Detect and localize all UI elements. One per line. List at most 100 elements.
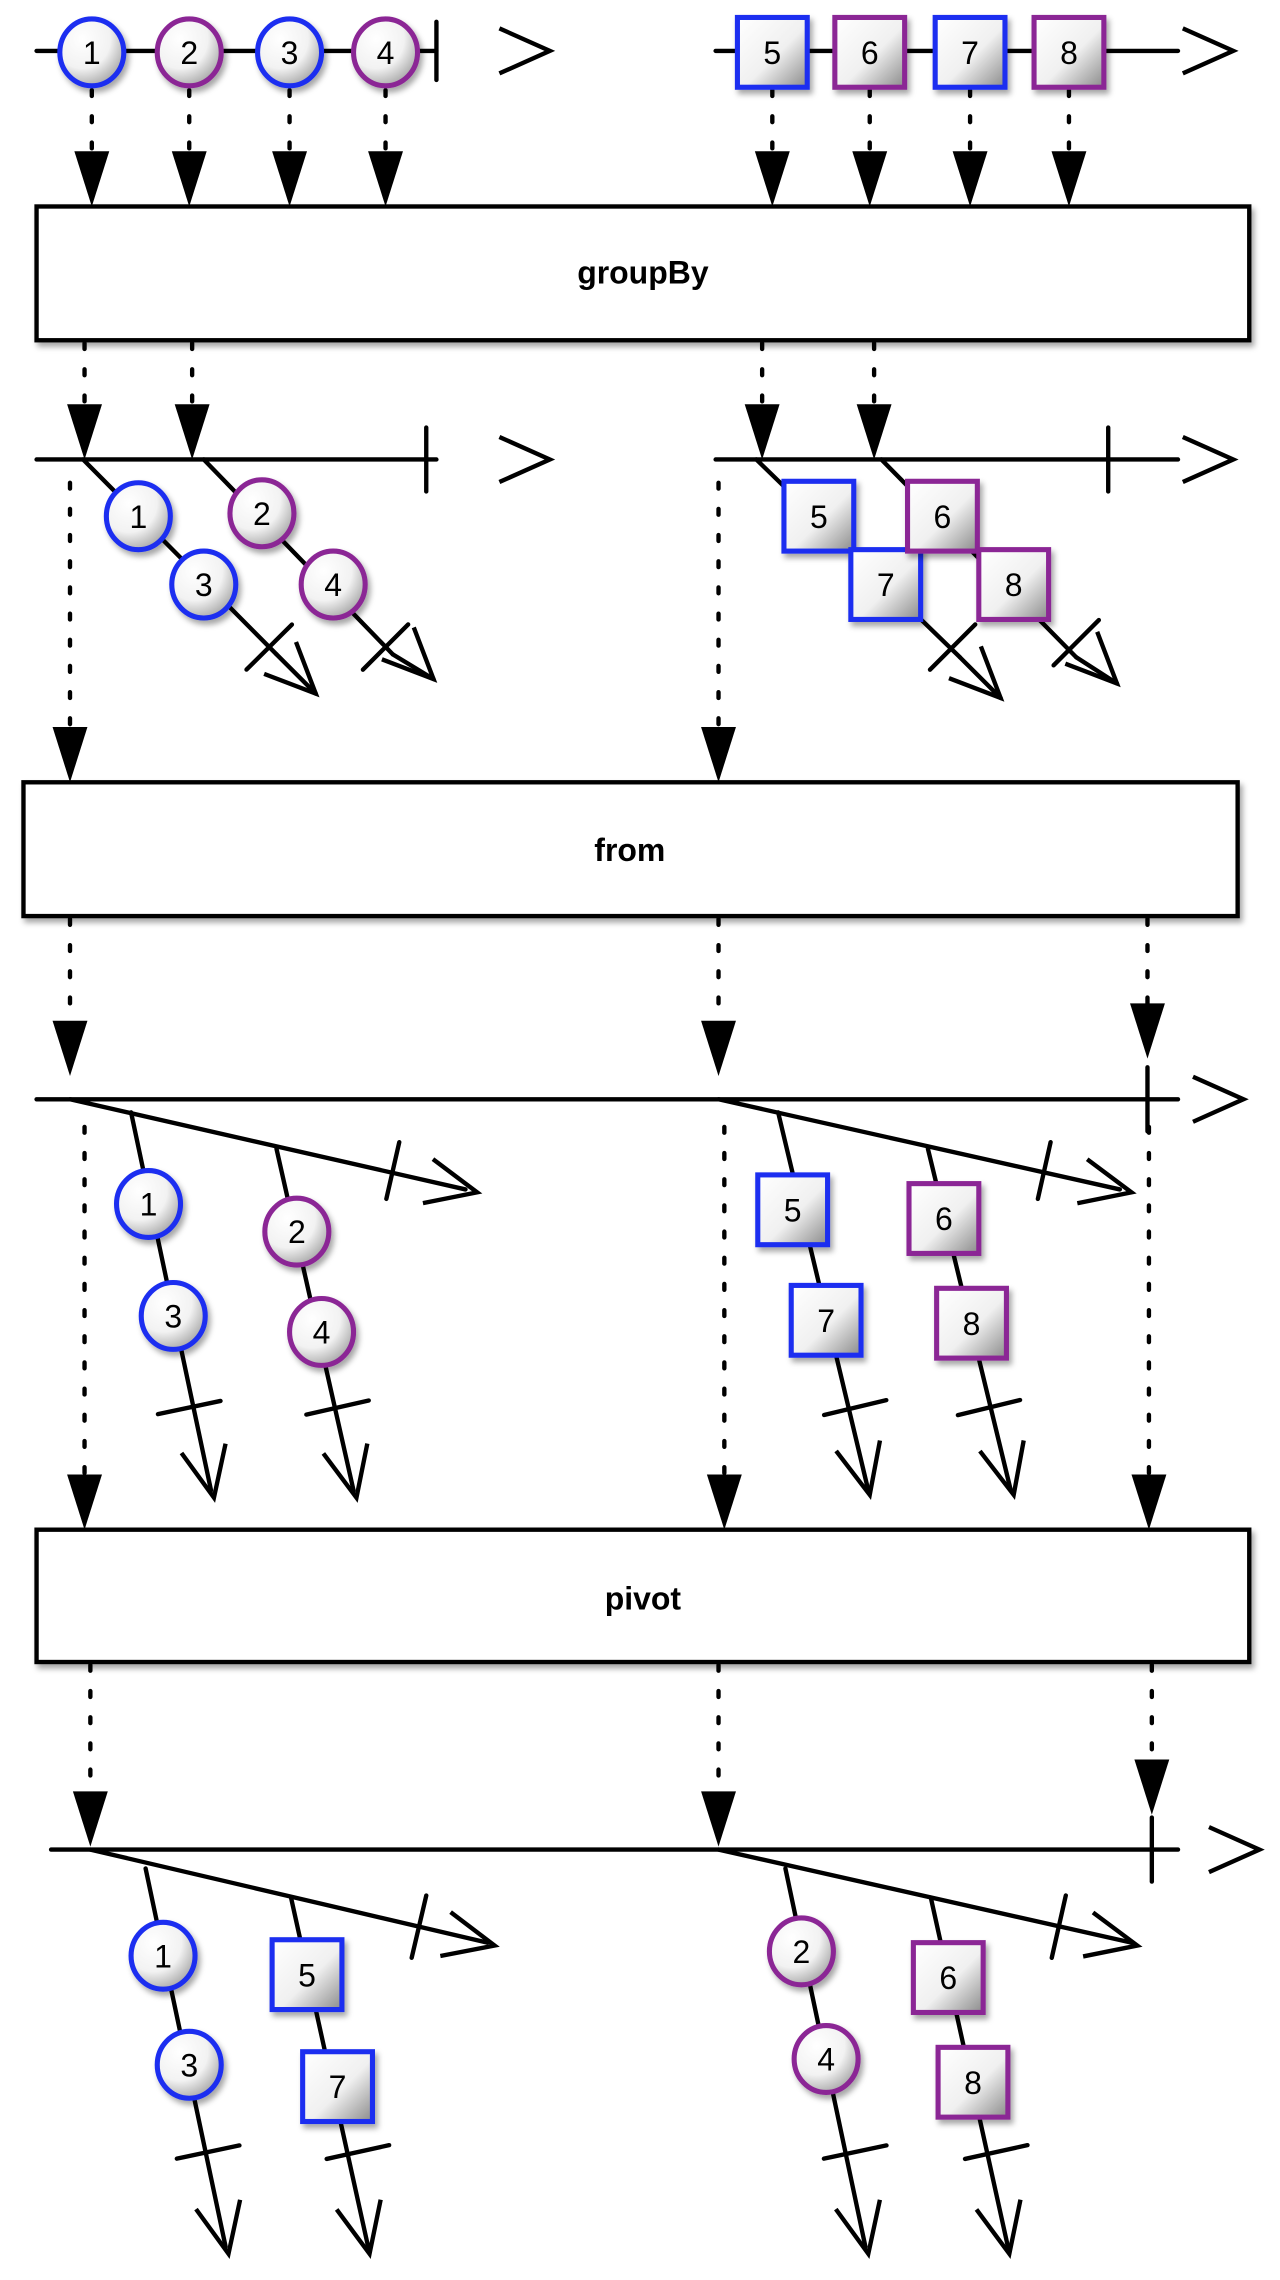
- arrow-down-icon: [52, 727, 88, 783]
- arrowhead-icon: [321, 1443, 370, 1503]
- arrowhead-icon: [498, 26, 556, 76]
- marble-shape: [298, 548, 368, 621]
- marble-shape: [905, 478, 980, 554]
- operator-groupBy: groupBy: [34, 204, 1252, 343]
- arrow-down-icon: [701, 1791, 736, 1847]
- marble-shape: [154, 16, 224, 89]
- arrow-down-icon: [706, 1474, 742, 1530]
- marble-square: 6: [910, 1940, 986, 2015]
- marble-label: 5: [810, 499, 828, 535]
- arrow-down-icon: [272, 151, 308, 207]
- marble-circle: 2: [262, 1195, 332, 1268]
- marble-square: 7: [788, 1282, 864, 1358]
- marble-square: 5: [755, 1172, 831, 1248]
- marble-shape: [300, 2049, 375, 2125]
- marble-label: 2: [288, 1214, 306, 1250]
- completion-tick: [304, 1398, 371, 1417]
- arrowhead-icon: [834, 1440, 883, 1500]
- marble-circle: 3: [154, 2028, 224, 2101]
- arrow-down-icon: [67, 404, 102, 460]
- arrowhead-icon: [1181, 434, 1239, 485]
- marble-circle: 3: [138, 1279, 208, 1352]
- marble-label: 1: [83, 35, 101, 71]
- marble-label: 7: [877, 567, 895, 603]
- arrow-down-icon: [701, 1020, 736, 1077]
- marble-label: 8: [1005, 567, 1023, 603]
- arrow-down-icon: [754, 151, 790, 207]
- marble-shape: [262, 1195, 332, 1268]
- arrowhead-icon: [1076, 1157, 1137, 1206]
- marble-label: 8: [1060, 35, 1078, 71]
- operator-from: from: [21, 780, 1240, 919]
- timeline: [201, 457, 395, 657]
- marble-circle: 2: [154, 16, 224, 89]
- marble-circle: 4: [791, 2022, 861, 2095]
- completion-tick: [324, 2142, 392, 2162]
- marble-circle: 4: [287, 1295, 357, 1368]
- operator-label: pivot: [605, 1581, 682, 1617]
- timeline: [67, 1097, 468, 1192]
- marble-label: 1: [154, 1938, 172, 1974]
- arrow-down-icon: [744, 404, 780, 460]
- operator-label: groupBy: [577, 255, 709, 291]
- marble-label: 1: [140, 1187, 158, 1223]
- completion-tick: [360, 622, 411, 672]
- marble-label: 4: [324, 567, 342, 603]
- marble-label: 5: [298, 1957, 316, 1993]
- operator-label: from: [594, 832, 665, 868]
- marble-shape: [781, 478, 857, 554]
- timeline: [274, 652, 318, 696]
- marble-shape: [755, 1172, 831, 1248]
- arrow-down-icon: [852, 151, 888, 207]
- arrowhead-icon: [381, 626, 438, 683]
- marble-label: 3: [164, 1299, 182, 1335]
- marble-square: 6: [905, 478, 980, 554]
- marble-circle: 3: [255, 16, 325, 89]
- marble-label: 3: [195, 567, 213, 603]
- marble-circle: 1: [57, 16, 127, 89]
- arrowhead-icon: [974, 2199, 1023, 2260]
- marble-shape: [57, 16, 127, 89]
- marble-shape: [154, 2028, 224, 2101]
- marble-circle: 4: [298, 548, 368, 621]
- marble-shape: [269, 1937, 345, 2013]
- arrow-down-icon: [52, 1020, 88, 1077]
- marble-shape: [910, 1940, 986, 2015]
- arrowhead-icon: [1208, 1825, 1265, 1875]
- completion-tick: [244, 622, 295, 672]
- marble-shape: [906, 1181, 982, 1256]
- arrowhead-icon: [1181, 26, 1239, 76]
- marble-square: 8: [976, 547, 1052, 622]
- marble-circle: 2: [227, 477, 297, 550]
- arrow-down-icon: [368, 151, 403, 207]
- marble-circle: 3: [169, 548, 239, 621]
- marble-label: 4: [377, 35, 395, 71]
- completion-tick: [174, 2143, 242, 2161]
- marble-circle: 1: [113, 1167, 184, 1240]
- marble-label: 2: [253, 496, 271, 532]
- arrow-down-icon: [701, 727, 736, 783]
- completion-tick: [155, 1398, 223, 1417]
- completion-tick: [821, 1397, 889, 1418]
- marble-shape: [832, 14, 908, 90]
- arrowhead-icon: [439, 1910, 500, 1959]
- arrowhead-icon: [1082, 1910, 1143, 1959]
- marble-shape: [1031, 14, 1107, 90]
- marble-label: 8: [964, 2065, 982, 2101]
- marble-label: 3: [180, 2047, 198, 2083]
- marble-label: 7: [961, 35, 979, 71]
- timeline: [957, 655, 1003, 701]
- arrowhead-icon: [1064, 631, 1121, 688]
- timelines: [34, 19, 1265, 2260]
- arrow-down-icon: [67, 1474, 102, 1530]
- marble-shape: [791, 2022, 861, 2095]
- arrow-down-icon: [1051, 151, 1087, 207]
- arrowhead-icon: [179, 1443, 228, 1503]
- marble-shape: [788, 1282, 864, 1358]
- timeline: [716, 1847, 1134, 1945]
- marble-label: 5: [784, 1192, 802, 1228]
- marble-label: 4: [817, 2042, 835, 2078]
- timeline: [88, 1847, 490, 1945]
- marble-shape: [766, 1915, 836, 1988]
